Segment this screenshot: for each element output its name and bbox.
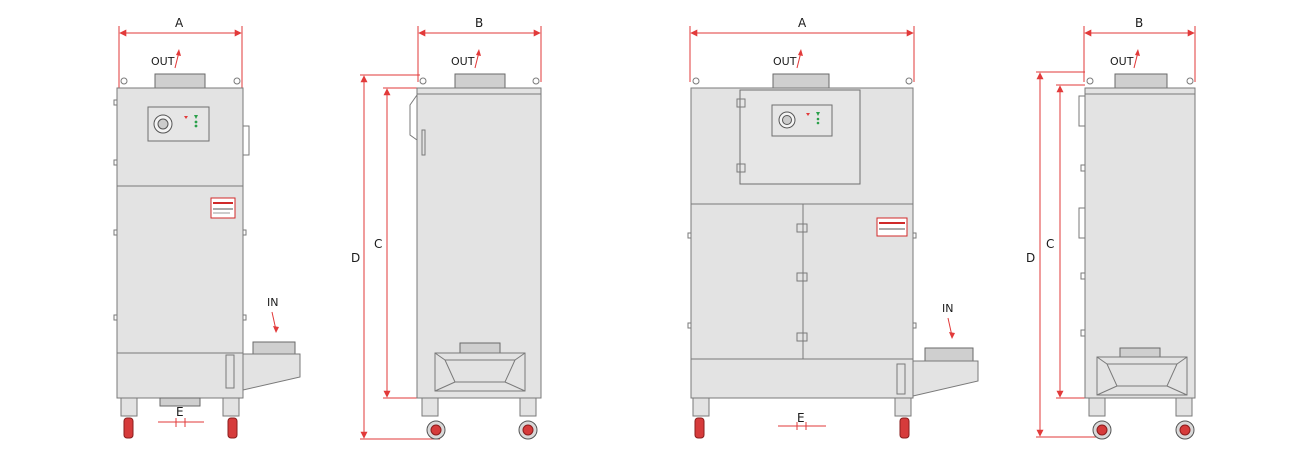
label-d-wide: D bbox=[1026, 251, 1035, 265]
label-a: A bbox=[175, 16, 184, 30]
lower-cabinet bbox=[116, 352, 244, 399]
inlet-duct-top bbox=[252, 341, 296, 355]
label-a-wide: A bbox=[798, 16, 807, 30]
brand-badge bbox=[876, 217, 908, 237]
side-view-narrow: B OUT D C bbox=[351, 16, 542, 440]
access-door bbox=[739, 89, 861, 185]
outlet-duct bbox=[772, 73, 830, 89]
label-c: C bbox=[374, 237, 382, 251]
label-c-wide: C bbox=[1046, 237, 1054, 251]
label-in: IN bbox=[267, 296, 278, 309]
label-out-wide: OUT bbox=[773, 55, 797, 68]
label-out-side: OUT bbox=[451, 55, 475, 68]
caster-wheel bbox=[430, 424, 442, 436]
label-out: OUT bbox=[151, 55, 175, 68]
side-cabinet-wide bbox=[1084, 87, 1196, 399]
label-b-wide: B bbox=[1135, 16, 1143, 30]
caster-wheel bbox=[1096, 424, 1108, 436]
label-b: B bbox=[475, 16, 483, 30]
caster-wheel bbox=[123, 417, 134, 439]
outlet-duct bbox=[1114, 73, 1168, 89]
label-in-wide: IN bbox=[942, 302, 953, 315]
inlet-hopper bbox=[912, 360, 979, 397]
label-e-wide: E bbox=[797, 411, 805, 425]
caster-wheel bbox=[694, 417, 705, 439]
brand-badge bbox=[210, 197, 236, 219]
label-e: E bbox=[176, 405, 184, 419]
outlet-duct bbox=[454, 73, 506, 89]
caster-wheel bbox=[899, 417, 910, 439]
caster-wheel bbox=[227, 417, 238, 439]
inlet-duct-top bbox=[924, 347, 974, 362]
lower-cabinet-wide bbox=[690, 358, 914, 399]
outlet-duct bbox=[154, 73, 206, 90]
label-d: D bbox=[351, 251, 360, 265]
caster-wheel bbox=[522, 424, 534, 436]
front-view-narrow: A OUT IN bbox=[113, 16, 301, 439]
side-view-wide: B OUT D C bbox=[1026, 16, 1196, 440]
inlet-hopper bbox=[242, 353, 301, 391]
caster-wheel bbox=[1179, 424, 1191, 436]
front-view-wide: A OUT IN bbox=[687, 16, 979, 439]
label-out-side-wide: OUT bbox=[1110, 55, 1134, 68]
